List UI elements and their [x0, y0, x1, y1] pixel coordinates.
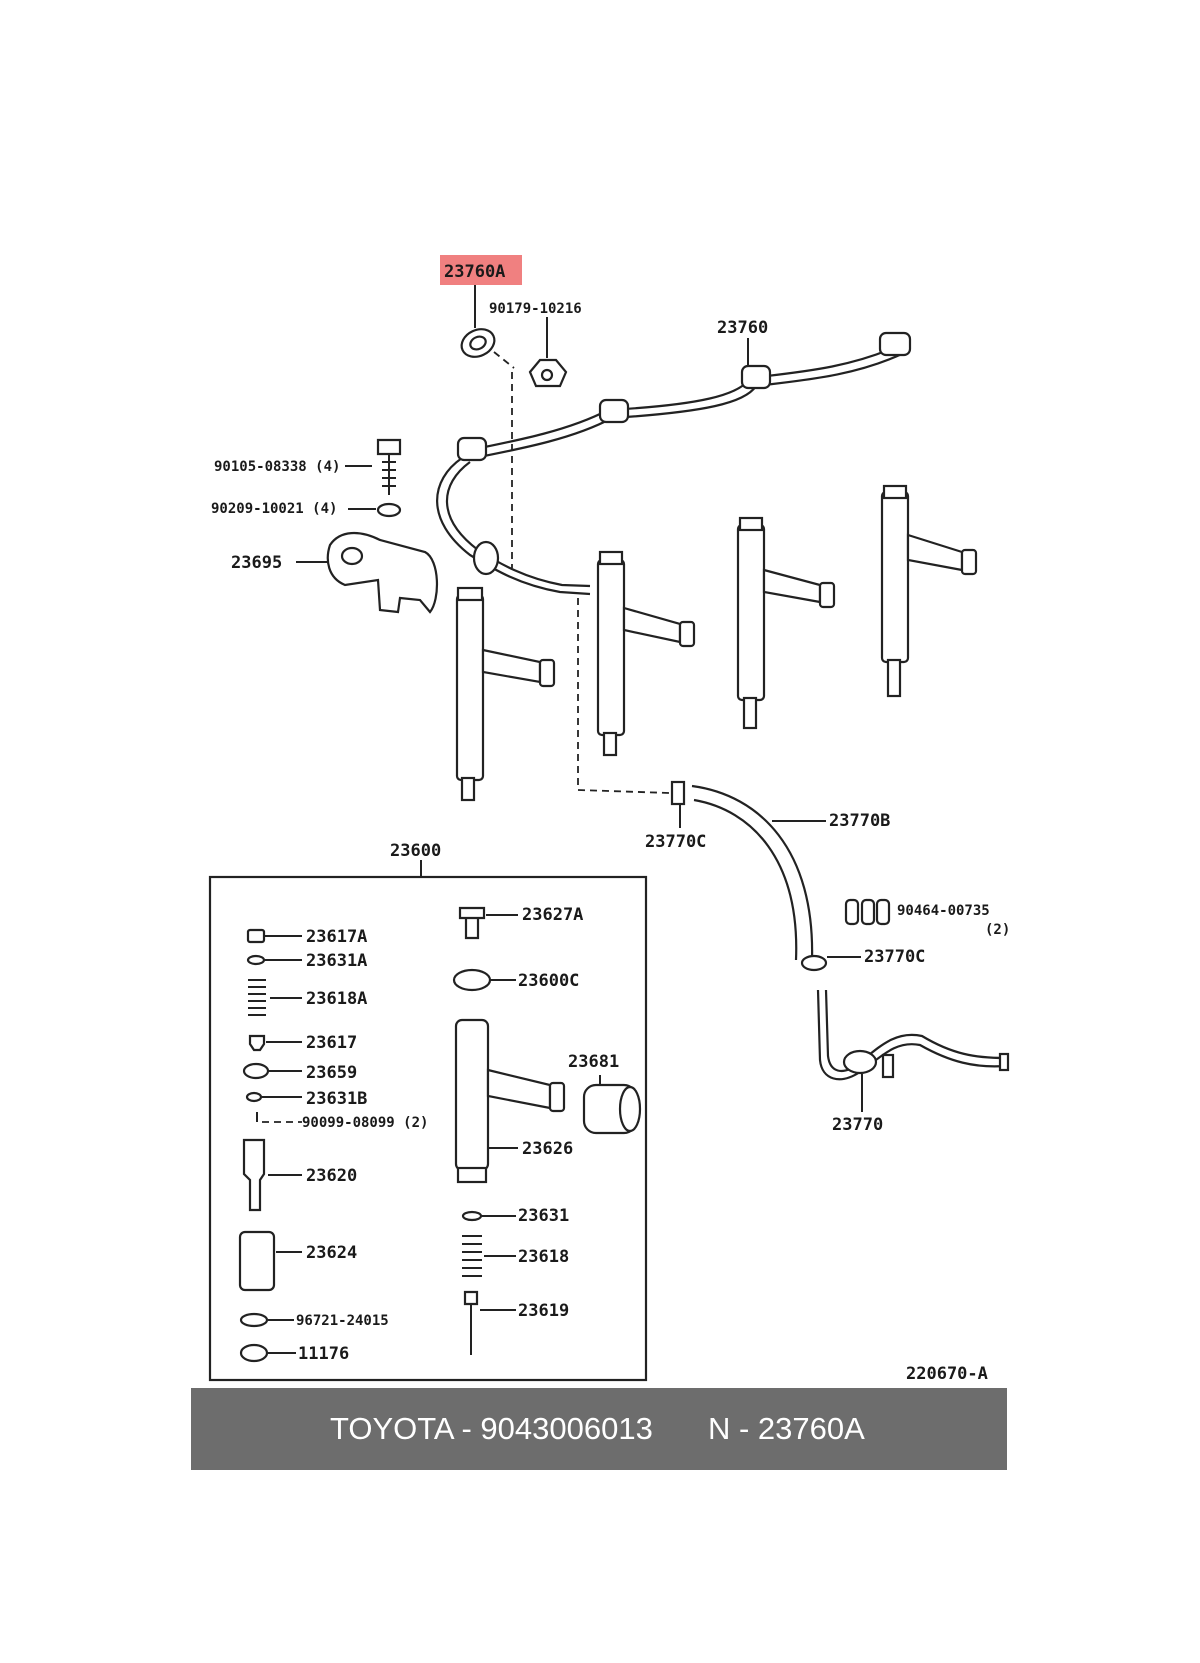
label-23600[interactable]: 23600 — [390, 841, 441, 861]
kit-label-96721-24015[interactable]: 96721-24015 — [296, 1313, 389, 1329]
kit-label-90099-08099[interactable]: 90099-08099 (2) — [302, 1115, 428, 1131]
kit-label-23659[interactable]: 23659 — [306, 1063, 357, 1083]
nozzle-kit-box — [208, 875, 648, 1382]
kit-label-23681[interactable]: 23681 — [568, 1052, 619, 1072]
kit-label-23624[interactable]: 23624 — [306, 1243, 357, 1263]
footer-brand-part-number: TOYOTA - 9043006013 — [330, 1411, 653, 1446]
kit-label-23626[interactable]: 23626 — [522, 1139, 573, 1159]
injector-2 — [596, 550, 696, 757]
label-90105-08338[interactable]: 90105-08338 (4) — [214, 459, 340, 475]
hose-clip-top-part — [670, 780, 686, 806]
clip-part — [844, 898, 891, 926]
diagram-code: 220670-A — [906, 1364, 988, 1384]
bolt-part — [376, 438, 402, 495]
injector-4 — [880, 484, 978, 698]
gasket-washer-part — [460, 328, 496, 358]
label-23695[interactable]: 23695 — [231, 553, 282, 573]
kit-label-23631[interactable]: 23631 — [518, 1206, 569, 1226]
leak-pipe-part — [816, 989, 1010, 1081]
fuel-hose-part — [691, 784, 814, 961]
kit-label-23627A[interactable]: 23627A — [522, 905, 583, 925]
footer-reference-code: N - 23760A — [708, 1411, 865, 1446]
footer-caption: TOYOTA - 9043006013 N - 23760A — [191, 1388, 1007, 1470]
label-23770C-bottom[interactable]: 23770C — [864, 947, 925, 967]
label-23760[interactable]: 23760 — [717, 318, 768, 338]
label-23760A[interactable]: 23760A — [444, 262, 505, 282]
clamp-part — [326, 532, 439, 614]
kit-label-23620[interactable]: 23620 — [306, 1166, 357, 1186]
label-clip-qty[interactable]: (2) — [985, 922, 1010, 938]
kit-label-23618[interactable]: 23618 — [518, 1247, 569, 1267]
injection-pipe-set — [436, 331, 912, 596]
injector-1 — [455, 586, 556, 802]
kit-label-23600C[interactable]: 23600C — [518, 971, 579, 991]
label-90464-00735[interactable]: 90464-00735 — [897, 903, 990, 919]
kit-label-23618A[interactable]: 23618A — [306, 989, 367, 1009]
label-90179-10216[interactable]: 90179-10216 — [489, 301, 582, 317]
label-23770B[interactable]: 23770B — [829, 811, 890, 831]
washer-part — [376, 502, 402, 518]
injector-3 — [736, 516, 836, 730]
label-23770C-top[interactable]: 23770C — [645, 832, 706, 852]
label-23770[interactable]: 23770 — [832, 1115, 883, 1135]
kit-label-23619[interactable]: 23619 — [518, 1301, 569, 1321]
kit-label-23617A[interactable]: 23617A — [306, 927, 367, 947]
kit-label-23617[interactable]: 23617 — [306, 1033, 357, 1053]
cap-nut-part — [528, 358, 568, 388]
kit-label-23631B[interactable]: 23631B — [306, 1089, 367, 1109]
kit-label-11176[interactable]: 11176 — [298, 1344, 349, 1364]
highlight-box — [440, 255, 522, 285]
hose-clip-bottom-part — [800, 954, 828, 972]
kit-label-23631A[interactable]: 23631A — [306, 951, 367, 971]
label-90209-10021[interactable]: 90209-10021 (4) — [211, 501, 337, 517]
footer-bar — [191, 1388, 1007, 1470]
